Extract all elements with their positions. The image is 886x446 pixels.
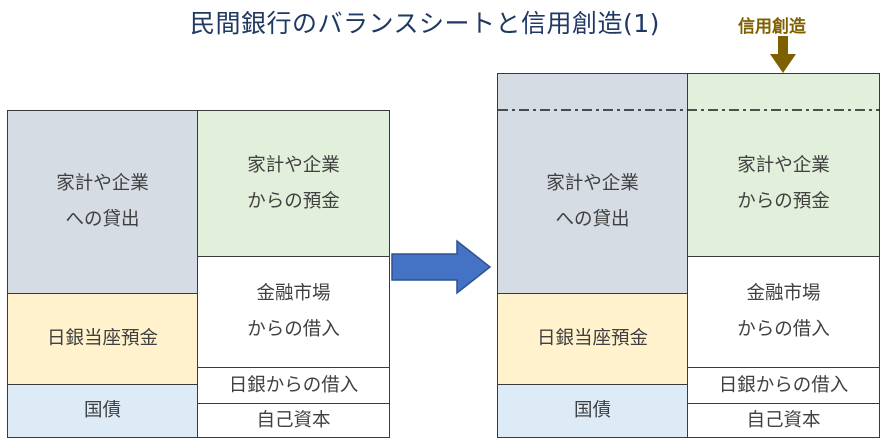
- before-liability-equity: 自己資本: [197, 403, 390, 438]
- label: 国債: [83, 400, 121, 421]
- after-asset-boj-deposits: 日銀当座預金: [497, 293, 688, 385]
- label-line: 金融市場: [256, 283, 331, 304]
- after-liability-boj-borrowing: 日銀からの借入: [687, 367, 880, 404]
- after-liability-deposits: 家計や企業からの預金: [687, 73, 880, 257]
- label: 自己資本: [746, 409, 821, 431]
- label-line: への貸出: [65, 209, 140, 230]
- label: 日銀からの借入: [228, 374, 359, 396]
- before-liability-market-borrowing: 金融市場からの借入: [197, 256, 390, 368]
- label-line: への貸出: [555, 209, 630, 230]
- credit-creation-label: 信用創造: [738, 17, 806, 37]
- label: 日銀当座預金: [46, 328, 158, 349]
- label-line: 金融市場: [746, 283, 821, 304]
- before-asset-boj-deposits: 日銀当座預金: [7, 293, 198, 385]
- label: 自己資本: [256, 409, 331, 431]
- label-line: 家計や企業: [56, 173, 149, 194]
- diagram-title: 民間銀行のバランスシートと信用創造(1): [190, 9, 660, 38]
- label: 日銀当座預金: [536, 328, 648, 349]
- label: 日銀からの借入: [718, 374, 849, 396]
- after-asset-jgb: 国債: [497, 384, 688, 438]
- label-line: からの預金: [737, 190, 830, 212]
- before-asset-jgb: 国債: [7, 384, 198, 438]
- before-asset-loans: 家計や企業への貸出: [7, 110, 198, 294]
- label-line: 家計や企業: [546, 173, 639, 194]
- after-asset-loans: 家計や企業への貸出: [497, 73, 688, 294]
- after-liability-equity: 自己資本: [687, 403, 880, 438]
- credit-expansion-dashline: [498, 109, 880, 111]
- label-line: からの借入: [737, 319, 830, 340]
- label-line: 家計や企業: [737, 154, 830, 176]
- label-line: からの借入: [247, 319, 340, 340]
- before-liability-deposits: 家計や企業からの預金: [197, 110, 390, 257]
- label: 国債: [573, 400, 611, 421]
- label-line: 家計や企業: [247, 154, 340, 176]
- down-arrow-icon: [770, 36, 796, 73]
- before-liability-boj-borrowing: 日銀からの借入: [197, 367, 390, 404]
- transition-arrow-icon: [391, 239, 492, 295]
- label-line: からの預金: [247, 190, 340, 212]
- after-liability-market-borrowing: 金融市場からの借入: [687, 256, 880, 368]
